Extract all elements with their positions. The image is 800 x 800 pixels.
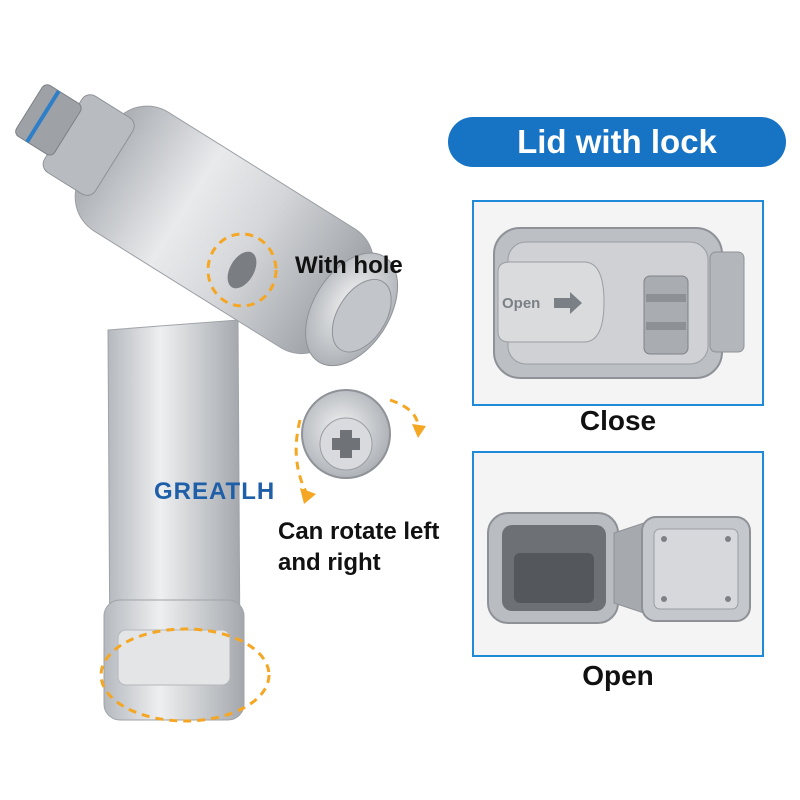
side-hole	[206, 232, 278, 308]
arrow-head-left	[300, 488, 316, 504]
surgical-drill-illustration	[15, 84, 426, 723]
rotation-arrows	[294, 398, 420, 493]
lid-closed-photo: Open	[472, 200, 764, 406]
with-hole-label: With hole	[295, 252, 403, 279]
open-lid-illustration	[474, 453, 762, 655]
rotate-label: Can rotate left and right	[278, 518, 440, 576]
drill-handle	[103, 319, 245, 721]
handle-base-highlight	[99, 627, 271, 723]
arrow-right-icon	[554, 292, 582, 314]
lid-title-pill: Lid with lock	[448, 117, 786, 167]
close-caption: Close	[579, 405, 657, 436]
rotating-end-cap	[301, 389, 391, 479]
drill-body	[15, 84, 399, 367]
closed-lid-illustration: Open	[474, 202, 762, 404]
open-engraving: Open	[502, 295, 540, 312]
brand-logo: GREATLH	[154, 478, 276, 505]
lid-title: Lid with lock	[517, 123, 717, 160]
lid-open-photo	[472, 451, 764, 657]
arrow-head-right	[412, 424, 426, 438]
open-caption: Open	[582, 660, 654, 691]
